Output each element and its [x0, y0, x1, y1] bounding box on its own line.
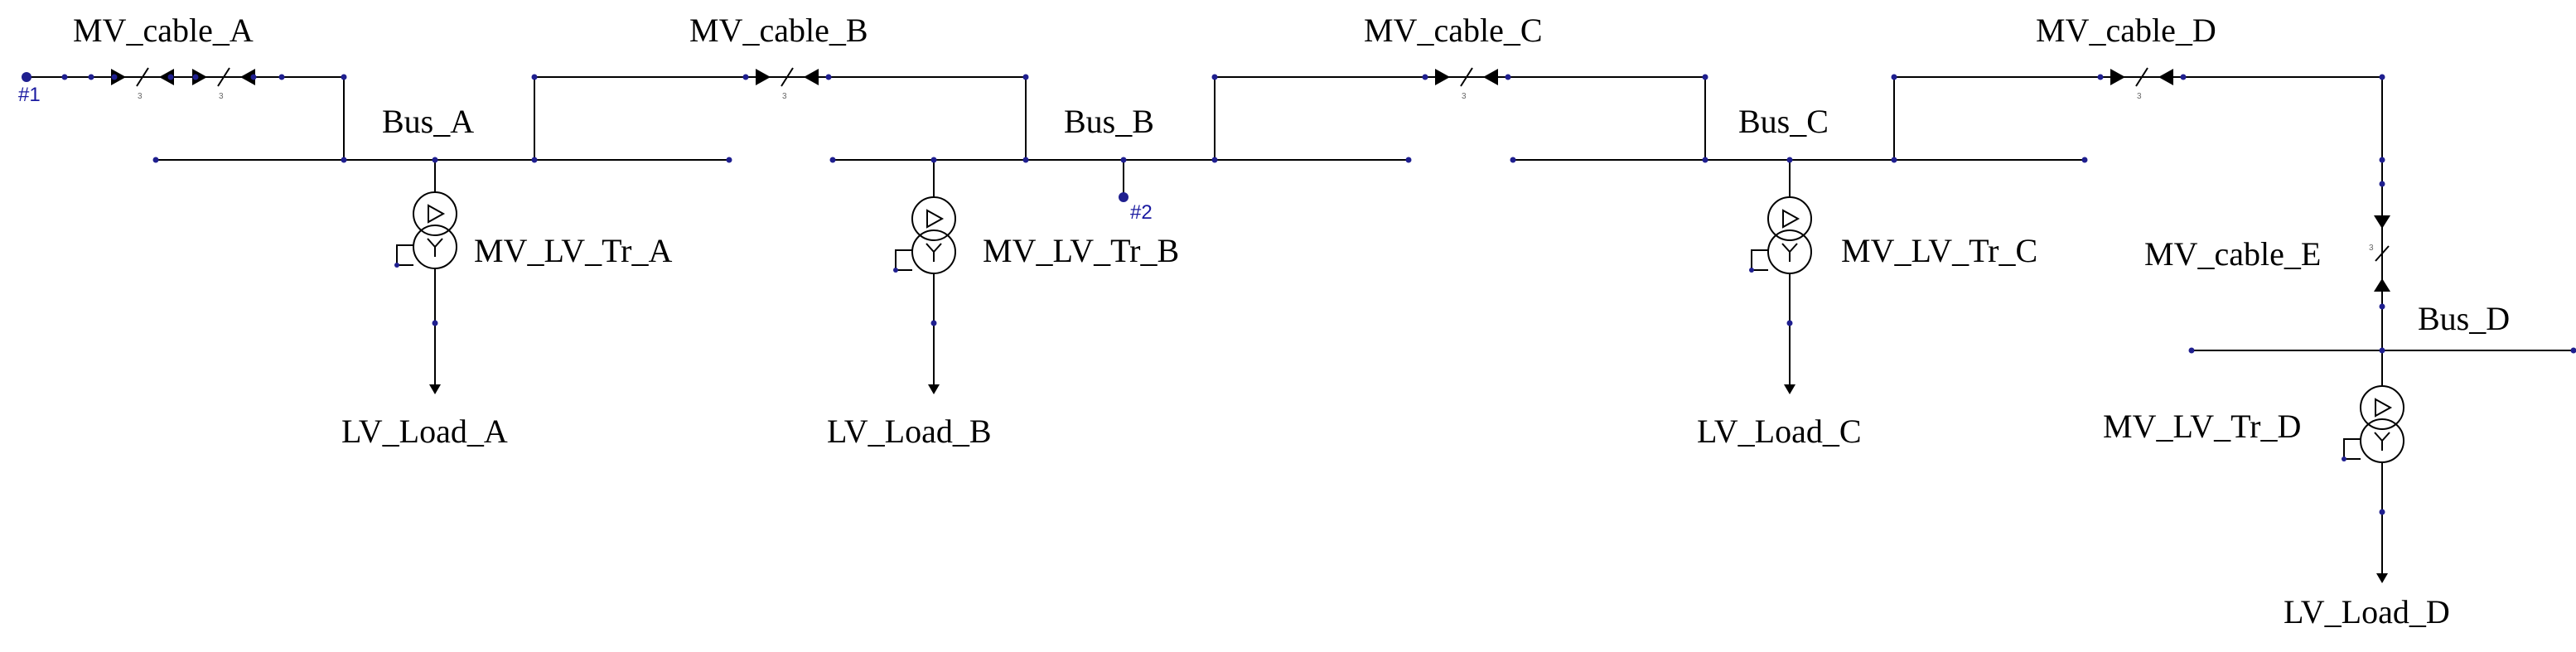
connection-dot — [1891, 157, 1897, 163]
transformer-label-a: MV_LV_Tr_A — [474, 232, 672, 269]
cable-segment-icon: 3 — [2369, 215, 2390, 292]
connection-dot — [2097, 74, 2104, 80]
bus-label-c: Bus_C — [1738, 103, 1829, 140]
connection-dot — [2379, 347, 2385, 354]
connection-dot — [829, 157, 836, 163]
cable-segment-icon: 3 — [756, 67, 819, 101]
connection-dot — [1786, 320, 1793, 326]
connection-dot — [2081, 157, 2088, 163]
connection-dot — [2379, 303, 2385, 310]
connection-dot — [930, 157, 937, 163]
bus-label-b: Bus_B — [1064, 103, 1154, 140]
cable-label-b: MV_cable_B — [689, 12, 868, 49]
load-label-a: LV_Load_A — [341, 413, 508, 450]
connection-dot — [1891, 74, 1897, 80]
connection-dot — [1786, 157, 1793, 163]
connection-dot — [726, 157, 732, 163]
connection-dot — [167, 74, 174, 80]
svg-text:3: 3 — [219, 92, 224, 101]
two-winding-transformer-icon — [394, 191, 457, 269]
two-winding-transformer-icon — [2342, 385, 2404, 463]
svg-text:3: 3 — [782, 92, 787, 101]
two-winding-transformer-icon — [893, 196, 956, 274]
connection-dot — [1211, 74, 1218, 80]
cable-label-e: MV_cable_E — [2144, 235, 2321, 273]
load-label-d: LV_Load_D — [2284, 593, 2450, 630]
connection-dot — [2379, 74, 2385, 80]
transformer-label-b: MV_LV_Tr_B — [983, 232, 1179, 269]
connection-dot — [88, 74, 94, 80]
cable-segment-icon: 3 — [2110, 67, 2173, 101]
connection-dot — [1022, 157, 1029, 163]
connection-dot — [1422, 74, 1428, 80]
connection-dot — [2188, 347, 2195, 354]
cable-segment-icon: 3 — [192, 67, 255, 101]
transformer-label-d: MV_LV_Tr_D — [2103, 408, 2301, 445]
cable-label-c: MV_cable_C — [1364, 12, 1543, 49]
cables: 3 3 3 3 3 3 — [111, 67, 2390, 292]
transformer-label-c: MV_LV_Tr_C — [1841, 232, 2037, 269]
svg-text:3: 3 — [2369, 244, 2374, 253]
two-winding-transformer-icon — [1749, 196, 1812, 274]
cable-label-d: MV_cable_D — [2036, 12, 2216, 49]
connection-dots — [22, 72, 2576, 515]
connection-dot — [531, 157, 538, 163]
svg-text:3: 3 — [138, 92, 143, 101]
connection-dot — [61, 74, 68, 80]
connection-dot — [531, 74, 538, 80]
connection-dot — [1702, 74, 1708, 80]
connection-dot — [1505, 74, 1511, 80]
connection-dot — [250, 74, 257, 80]
connection-dot — [2570, 347, 2576, 354]
transformers — [394, 191, 2404, 463]
connection-dot — [432, 157, 438, 163]
connection-dot — [1211, 157, 1218, 163]
connection-dot — [825, 74, 832, 80]
node-label-2: #2 — [1130, 201, 1153, 224]
connection-dot — [278, 74, 285, 80]
connection-dot — [1405, 157, 1412, 163]
node-dot-icon — [22, 72, 31, 82]
svg-text:3: 3 — [2137, 92, 2142, 101]
connection-dot — [1510, 157, 1516, 163]
connection-dot — [111, 74, 118, 80]
connection-dot — [1022, 74, 1029, 80]
cable-segment-icon: 3 — [1435, 67, 1498, 101]
connection-dot — [930, 320, 937, 326]
connection-dot — [152, 157, 159, 163]
connection-dot — [192, 74, 199, 80]
connection-dot — [2379, 157, 2385, 163]
node-dot-icon — [1119, 192, 1129, 202]
node-label-1: #1 — [18, 84, 41, 106]
connection-dot — [1702, 157, 1708, 163]
connection-dot — [341, 157, 347, 163]
cable-label-a: MV_cable_A — [73, 12, 254, 49]
cable-segment-icon: 3 — [111, 67, 174, 101]
connection-dot — [1120, 157, 1127, 163]
svg-text:3: 3 — [1462, 92, 1467, 101]
load-label-c: LV_Load_C — [1697, 413, 1862, 450]
connection-dot — [341, 74, 347, 80]
connection-dot — [2379, 509, 2385, 515]
wires — [27, 76, 2574, 583]
bus-label-d: Bus_D — [2418, 300, 2510, 337]
load-label-b: LV_Load_B — [827, 413, 992, 450]
connection-dot — [432, 320, 438, 326]
connection-dot — [2379, 181, 2385, 187]
bus-label-a: Bus_A — [382, 103, 474, 140]
connection-dot — [2180, 74, 2187, 80]
connection-dot — [742, 74, 749, 80]
